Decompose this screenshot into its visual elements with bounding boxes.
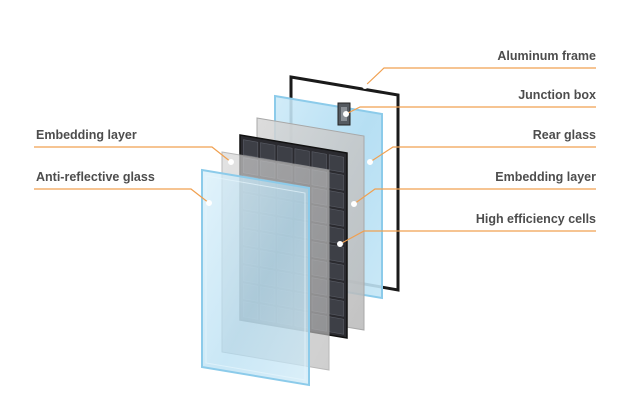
solar-cell	[328, 208, 344, 227]
solar-cell	[277, 145, 293, 164]
solar-cell	[328, 316, 344, 335]
solar-cell	[328, 262, 344, 281]
label-junction-box: Junction box	[518, 88, 596, 102]
leader-high-efficiency-cells	[337, 230, 596, 247]
solar-cell	[260, 142, 276, 161]
label-high-efficiency-cells: High efficiency cells	[476, 212, 596, 226]
leader-anti-reflective-glass	[34, 188, 212, 206]
label-aluminum-frame: Aluminum frame	[497, 49, 596, 63]
anti-reflective-glass	[201, 168, 310, 387]
solar-cell	[328, 154, 344, 173]
solar-cell	[328, 298, 344, 317]
solar-cell	[328, 172, 344, 191]
label-embedding-layer-right: Embedding layer	[495, 170, 596, 184]
solar-cell	[311, 151, 327, 170]
solar-cell	[328, 280, 344, 299]
leader-aluminum-frame	[362, 67, 596, 89]
solar-cell	[243, 139, 259, 158]
solar-cell	[328, 244, 344, 263]
solar-cell	[328, 190, 344, 209]
leader-embedding-layer-right	[351, 188, 596, 207]
label-embedding-layer-left: Embedding layer	[36, 128, 137, 142]
solar-cell	[294, 148, 310, 167]
label-anti-reflective-glass: Anti-reflective glass	[36, 170, 155, 184]
leader-junction-box	[343, 106, 596, 117]
label-rear-glass: Rear glass	[533, 128, 596, 142]
leader-embedding-layer-left	[34, 146, 234, 165]
leader-rear-glass	[367, 146, 596, 165]
